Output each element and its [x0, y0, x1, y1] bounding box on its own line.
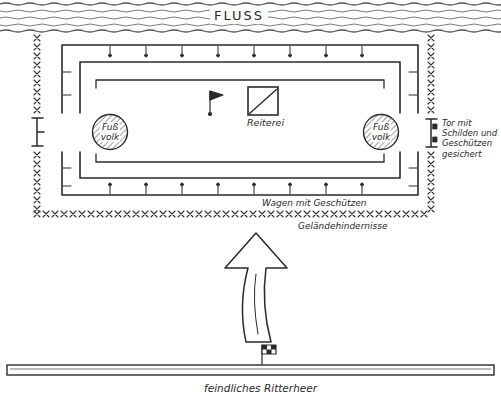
river-name: FLUSS — [210, 9, 268, 24]
cavalry-square: Reiterei — [247, 86, 284, 129]
cavalry-symbol — [247, 86, 279, 116]
wagon-note: Wagen mit Geschützen — [262, 198, 366, 209]
infantry-circle: Fuß volk — [362, 113, 400, 151]
river-waves — [0, 3, 501, 32]
gate-note: Tor mit Schilden und Geschützen gesicher… — [442, 118, 499, 159]
river-band: FLUSS — [0, 0, 501, 34]
enemy-line: feindliches Ritterheer — [6, 364, 495, 394]
wagon-guns — [63, 46, 417, 194]
cavalry-label: Reiterei — [247, 118, 284, 129]
infantry-label: Fuß volk — [100, 122, 121, 143]
enemy-bar — [6, 364, 495, 376]
attack-arrow — [225, 233, 287, 342]
infantry-circle: Fuß volk — [91, 113, 129, 151]
terrain-obstacles — [34, 35, 434, 217]
obstacle-note: Geländehindernisse — [298, 221, 387, 232]
gate-left — [32, 118, 44, 146]
infantry-label: Fuß volk — [371, 122, 392, 143]
gate-right — [426, 119, 437, 147]
enemy-flag — [262, 345, 276, 364]
cavalry-flag — [209, 91, 224, 116]
enemy-label: feindliches Ritterheer — [204, 382, 495, 394]
wagon-ring — [62, 45, 418, 195]
